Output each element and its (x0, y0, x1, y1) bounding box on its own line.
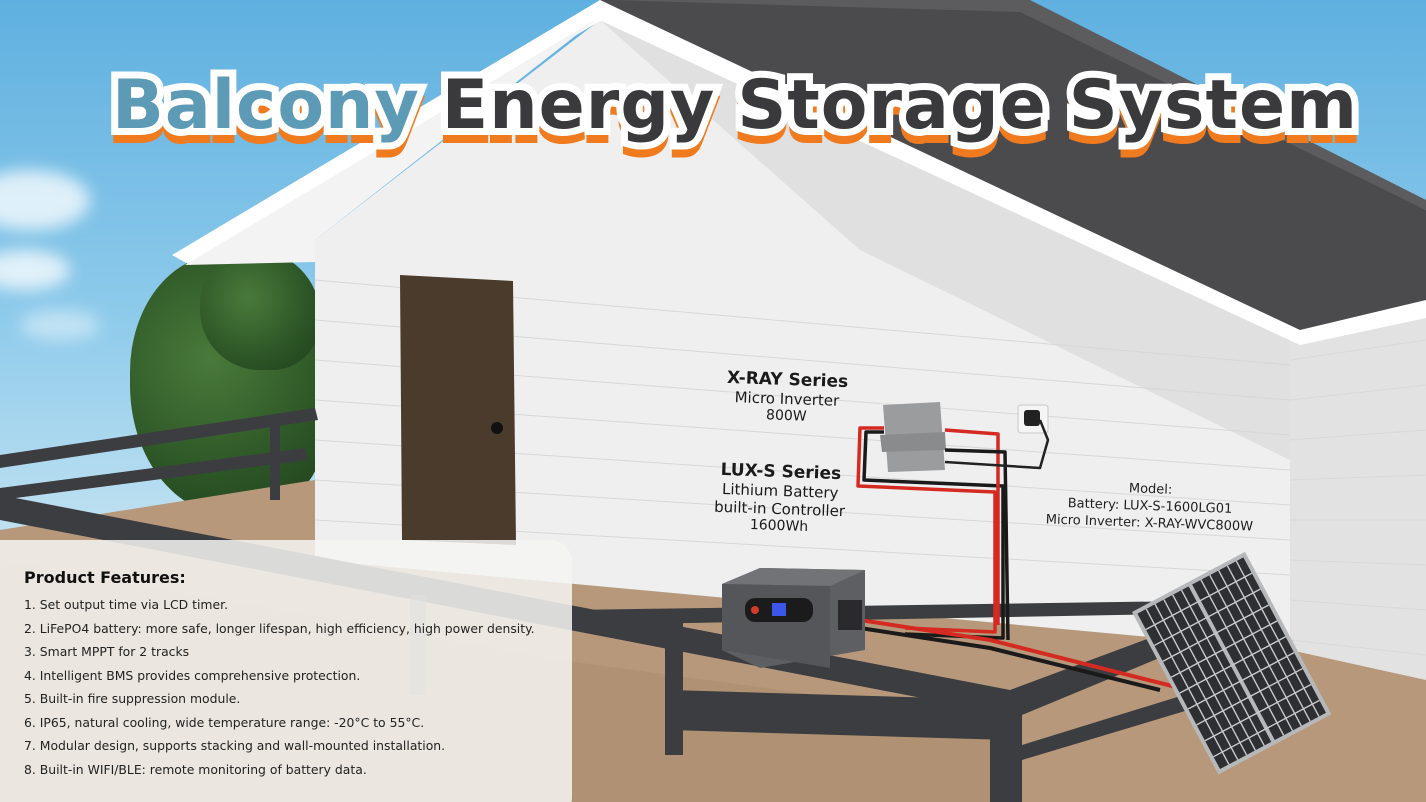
title-word: Storage (730, 59, 1052, 152)
features-panel: Product Features: 1. Set output time via… (0, 540, 572, 802)
battery-label: LUX-S Series Lithium Battery built-in Co… (699, 459, 861, 537)
title-word-balcony: Balcony (112, 66, 420, 145)
features-heading: Product Features: (24, 568, 186, 587)
title-word: Energy (435, 59, 722, 152)
tree (200, 250, 320, 370)
features-list: 1. Set output time via LCD timer. 2. LiF… (24, 593, 572, 781)
feature-item: 2. LiFePO4 battery: more safe, longer li… (24, 620, 535, 636)
title-word: System (1062, 59, 1364, 152)
title-word: Balcony (105, 59, 426, 152)
feature-item: 6. IP65, natural cooling, wide temperatu… (24, 714, 425, 730)
cloud (20, 310, 100, 340)
cloud (0, 250, 70, 290)
feature-item: 3. Smart MPPT for 2 tracks (24, 644, 190, 659)
title-word: Balcony (107, 71, 424, 160)
title-word-system: System (1068, 66, 1359, 145)
inverter-label: X-RAY Series Micro Inverter 800W (711, 367, 863, 426)
feature-item: 8. Built-in WIFI/BLE: remote monitoring … (24, 761, 367, 777)
title-word-energy: Energy (441, 66, 716, 145)
feature-item: 5. Built-in fire suppression module. (24, 691, 241, 706)
title-word: Storage (732, 71, 1050, 160)
feature-item: 7. Modular design, supports stacking and… (24, 738, 446, 753)
feature-item: 1. Set output time via LCD timer. (24, 597, 229, 612)
model-info: Model: Battery: LUX-S-1600LG01 Micro Inv… (1039, 477, 1261, 536)
title-word: System (1064, 71, 1362, 160)
title-outline: Balcony Energy Storage System (105, 59, 1380, 152)
page-title: Balcony Energy Storage System (112, 66, 1380, 145)
feature-item: 4. Intelligent BMS provides comprehensiv… (24, 667, 361, 683)
title-word: Energy (437, 71, 720, 160)
title-word-storage: Storage (737, 66, 1047, 145)
